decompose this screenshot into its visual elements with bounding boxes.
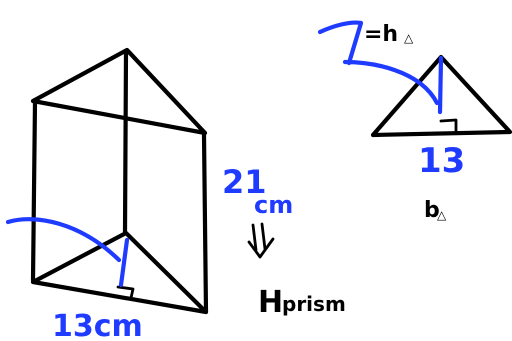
prism-height-unit: cm (254, 191, 293, 219)
small-triangle (370, 54, 512, 138)
prism-height-value: 21 (222, 163, 267, 201)
triangle-height-eq: =h (364, 22, 398, 47)
triangle-base-symbol: △ (437, 208, 447, 222)
prism-bottom-triangle (30, 230, 209, 315)
seven-label-handwritten (317, 20, 364, 66)
implies-arrow (247, 222, 275, 259)
prism-left-edge (30, 99, 38, 283)
base-triangle-sketch (342, 54, 512, 138)
prism-base-height-annotation (5, 217, 130, 288)
prism-top-triangle (30, 47, 208, 136)
small-height-arrow (342, 59, 440, 106)
seven-stroke (317, 20, 364, 66)
prism-base-length: 13cm (52, 309, 143, 341)
triangle-base-value: 13 (418, 141, 465, 181)
prism-right-edge (201, 132, 209, 315)
prism-height-subscript: prism (282, 292, 346, 316)
small-right-angle-marker (439, 118, 458, 133)
prism-height-label: H (258, 285, 283, 320)
triangular-prism (30, 47, 209, 315)
prism-back-edge (122, 49, 129, 235)
base-height-curve-arrow (5, 217, 122, 263)
small-triangle-height (437, 55, 444, 115)
triangle-height-symbol: △ (404, 31, 414, 45)
base-height-line (118, 237, 130, 288)
right-angle-marker (116, 285, 135, 300)
triangle-base-label: b (424, 198, 440, 223)
